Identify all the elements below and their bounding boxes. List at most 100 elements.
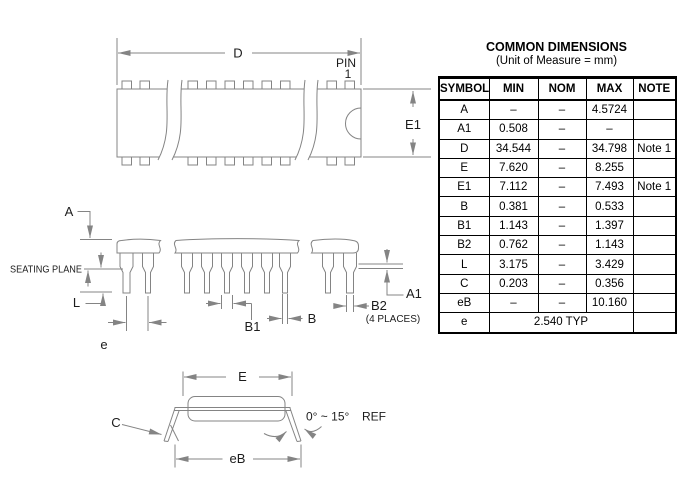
cell-max: 3.429	[585, 254, 634, 275]
cell-note	[632, 215, 677, 237]
dim-label-d: D	[233, 46, 242, 61]
dim-eb: eB	[174, 444, 302, 468]
dim-l: L	[73, 291, 112, 310]
cell-note	[632, 254, 677, 275]
cell-note: Note 1	[632, 138, 677, 159]
table-row: A – – 4.5724	[438, 99, 677, 121]
cell-symbol: A1	[438, 119, 490, 140]
cell-max: 0.356	[585, 273, 634, 294]
cell-note	[632, 196, 677, 217]
table-row: B1 1.143 – 1.397	[438, 215, 677, 237]
col-header-note: NOTE	[632, 77, 677, 101]
top-view-pins-upper	[121, 80, 355, 90]
cell-nom: –	[537, 196, 587, 217]
cell-nom: –	[537, 177, 587, 198]
dim-d: D	[116, 38, 362, 85]
cell-min: –	[488, 292, 539, 314]
dim-b: B	[267, 294, 316, 326]
table-row: e 2.540 TYP	[438, 312, 677, 334]
table-row: E 7.620 – 8.255	[438, 157, 677, 179]
dim-label-b1: B1	[245, 319, 261, 334]
cell-min: 7.112	[488, 177, 539, 198]
side-view-pins	[119, 253, 357, 294]
table-row: B2 0.762 – 1.143	[438, 235, 677, 256]
cell-max: 8.255	[585, 157, 634, 179]
lead-angle: 0° ~ 15° REF	[263, 410, 386, 443]
cell-symbol: B1	[438, 215, 490, 237]
cell-min: 0.762	[488, 235, 539, 256]
cell-symbol: A	[438, 99, 490, 121]
dim-label-e-end: E	[238, 369, 247, 384]
body-segment-right	[310, 238, 359, 254]
dim-label-b2: B2	[371, 298, 387, 313]
pin1-number: 1	[345, 67, 352, 81]
cell-nom: –	[537, 99, 587, 121]
cell-symbol: B	[438, 196, 490, 217]
angle-label: 0° ~ 15°	[306, 410, 349, 424]
dim-label-l: L	[73, 295, 80, 310]
cell-symbol: E	[438, 157, 490, 179]
col-header-max: MAX	[585, 77, 634, 101]
dim-label-a1: A1	[406, 286, 422, 301]
col-header-nom: NOM	[537, 77, 587, 101]
cell-symbol: D	[438, 138, 490, 159]
cell-nom: –	[537, 292, 587, 314]
cell-max: –	[585, 119, 634, 140]
seating-plane: SEATING PLANE	[10, 252, 123, 287]
package-body-top-view	[116, 88, 362, 158]
cell-max: 1.397	[585, 215, 634, 237]
cell-note	[632, 292, 677, 314]
dim-label-eb: eB	[230, 451, 246, 466]
dim-a: A	[65, 204, 112, 240]
cell-nom: –	[537, 119, 587, 140]
cell-min: 34.544	[488, 138, 539, 159]
cell-nom: –	[537, 157, 587, 179]
end-view-leads	[163, 407, 302, 442]
cell-note	[632, 119, 677, 140]
dimensions-table: SYMBOL MIN NOM MAX NOTE A – – 4.5724 A1 …	[438, 76, 677, 334]
dim-e: e	[100, 296, 167, 352]
table-header-row: SYMBOL MIN NOM MAX NOTE	[438, 77, 677, 101]
dim-label-c: C	[111, 415, 120, 430]
table-subtitle: (Unit of Measure = mm)	[495, 55, 618, 67]
cell-min: 0.203	[488, 273, 539, 294]
dim-e1: E1	[363, 88, 431, 158]
dim-label-a: A	[65, 204, 74, 219]
cell-symbol: L	[438, 254, 490, 275]
cell-symbol: E1	[438, 177, 490, 198]
break-lines	[157, 79, 319, 161]
cell-nom: –	[537, 273, 587, 294]
table-row: A1 0.508 – –	[438, 119, 677, 140]
table-title: COMMON DIMENSIONS	[486, 40, 627, 54]
dim-label-b2-note: (4 PLACES)	[366, 314, 420, 325]
cell-note	[632, 235, 677, 256]
cell-span-value: 2.540 TYP	[488, 312, 634, 334]
cell-max: 4.5724	[585, 99, 634, 121]
table-row: eB – – 10.160	[438, 292, 677, 314]
dim-b1: B1	[206, 295, 260, 334]
dim-label-e: e	[100, 337, 107, 352]
end-view-diagram: E C 0° ~ 15° REF	[111, 369, 386, 468]
dim-c: C	[111, 415, 179, 442]
cell-nom: –	[537, 254, 587, 275]
top-view-pins-lower	[121, 156, 355, 166]
table-row: L 3.175 – 3.429	[438, 254, 677, 275]
table-row: D 34.544 – 34.798 Note 1	[438, 138, 677, 159]
cell-min: 0.381	[488, 196, 539, 217]
top-view-diagram: D PIN 1 E1	[116, 38, 431, 166]
cell-note	[632, 99, 677, 121]
dim-a1: A1	[358, 249, 422, 301]
table-row: C 0.203 – 0.356	[438, 273, 677, 294]
cell-note	[632, 312, 677, 334]
col-header-min: MIN	[488, 77, 539, 101]
body-segment-middle	[173, 238, 301, 254]
cell-symbol: eB	[438, 292, 490, 314]
cell-min: 0.508	[488, 119, 539, 140]
body-segment-left	[116, 238, 162, 254]
cell-symbol: C	[438, 273, 490, 294]
dim-b2: B2 (4 PLACES)	[333, 295, 420, 325]
cell-note	[632, 273, 677, 294]
cell-symbol: e	[438, 312, 490, 334]
